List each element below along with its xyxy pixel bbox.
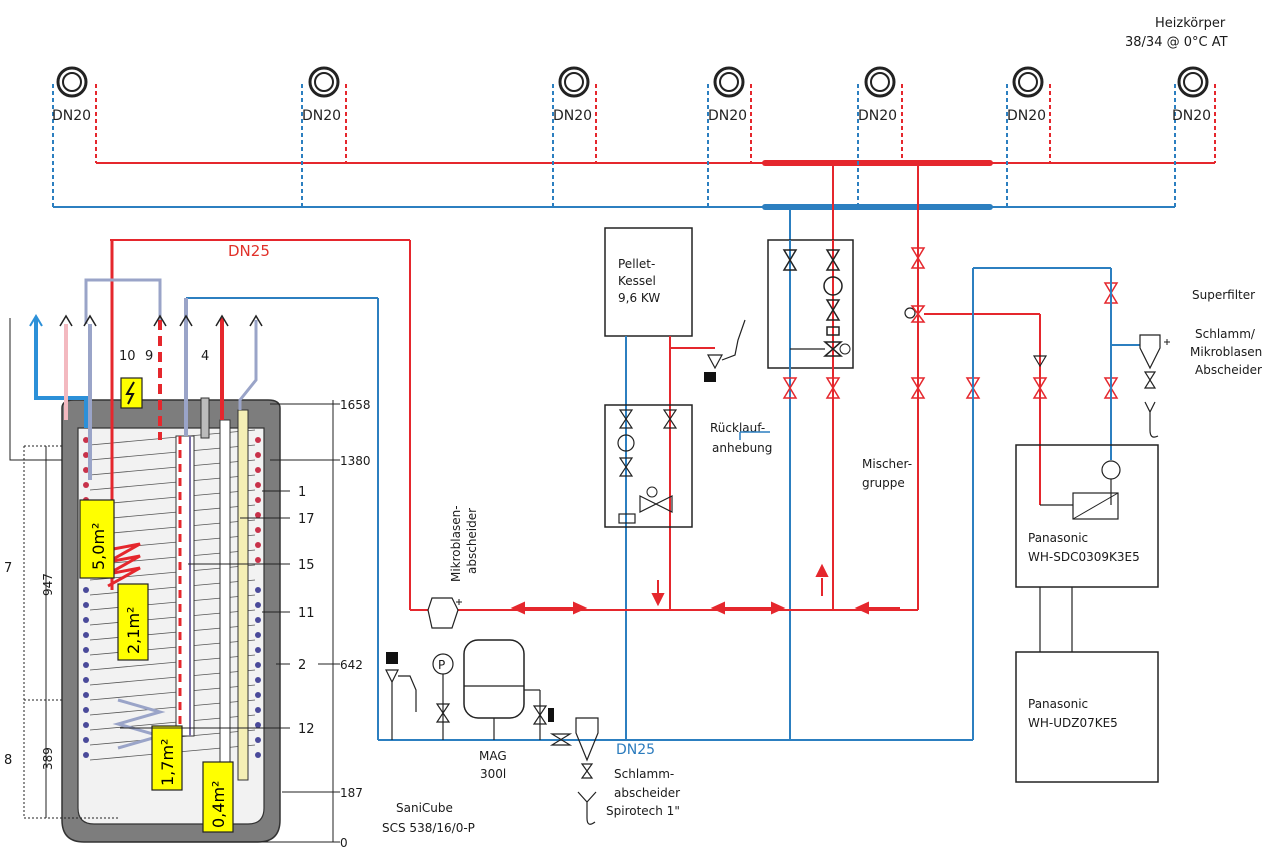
tank-num-7: 7 <box>4 561 12 576</box>
expansion-vessel <box>463 639 525 719</box>
coil-area-labels: 5,0m² 2,1m² 1,7m² 0,4m² <box>79 499 234 833</box>
pellet-line2: Kessel <box>618 274 656 288</box>
return-boost-box <box>604 404 693 528</box>
ruecklauf-line1: Rücklauf- <box>710 421 765 435</box>
check-valve-icon <box>826 326 840 336</box>
air-separator-icon <box>427 597 459 629</box>
coil-area-5: 5,0m² <box>89 523 108 570</box>
schlamm-right-line2: Mikroblasen <box>1190 345 1262 359</box>
dim-642: 642 <box>340 658 363 672</box>
radiator-3: DN20 <box>552 66 597 207</box>
pump-icon <box>1101 460 1121 480</box>
panasonic-indoor-box <box>1015 444 1159 588</box>
manometer-symbol: P <box>438 658 445 672</box>
dn25-top-label: DN25 <box>228 242 270 260</box>
radiator-group: DN20 DN20 DN20 DN20 DN20 <box>52 66 1216 207</box>
red-valves <box>782 247 1119 399</box>
coil-area-1: 1,7m² <box>158 739 177 786</box>
schlamm-bottom-line2: abscheider <box>614 786 680 800</box>
flow-arrows <box>510 563 900 615</box>
mixing-valve-icon <box>823 341 843 357</box>
radiator-4: DN20 <box>707 66 752 207</box>
pump-icon <box>823 276 843 296</box>
tank-num-4: 4 <box>201 349 209 364</box>
dim-1658: 1658 <box>340 398 371 412</box>
radiator-6-label: DN20 <box>1007 108 1046 124</box>
pump-icon <box>617 434 635 452</box>
dim-0: 0 <box>340 836 348 850</box>
thermostatic-valve-icon <box>639 495 658 513</box>
panasonic-outdoor-line1: Panasonic <box>1028 697 1088 711</box>
coil-area-0: 0,4m² <box>209 781 228 828</box>
pellet-line1: Pellet- <box>618 257 655 271</box>
tank-num-12: 12 <box>298 722 315 737</box>
radiator-5-label: DN20 <box>858 108 897 124</box>
dim-187: 187 <box>340 786 363 800</box>
sanicube-line2: SCS 538/16/0-P <box>382 821 475 835</box>
dim-389: 389 <box>41 747 55 770</box>
dn25-bottom-label: DN25 <box>616 742 655 758</box>
panasonic-outdoor-box <box>1015 651 1159 783</box>
tank-num-2: 2 <box>298 658 306 673</box>
header-title-line2: 38/34 @ 0°C AT <box>1125 35 1228 50</box>
radiator-6: DN20 <box>1006 66 1051 207</box>
radiator-2: DN20 <box>301 66 347 207</box>
coil-area-2: 2,1m² <box>124 607 143 654</box>
schlamm-right-line1: Schlamm/ <box>1195 327 1256 341</box>
header-title-line1: Heizkörper <box>1155 16 1226 31</box>
tank-num-1: 1 <box>298 485 306 500</box>
panasonic-indoor-line2: WH-SDC0309K3E5 <box>1028 550 1140 564</box>
tank-num-10: 10 <box>119 349 136 364</box>
radiator-5: DN20 <box>857 66 903 207</box>
schlamm-bottom-line3: Spirotech 1" <box>606 804 680 818</box>
dim-1380: 1380 <box>340 454 371 468</box>
schlamm-right-line3: Abscheider <box>1195 363 1262 377</box>
check-valve-icon <box>1032 355 1048 368</box>
tank-num-11: 11 <box>298 606 315 621</box>
schlamm-bottom-line1: Schlamm- <box>614 767 674 781</box>
radiator-1: DN20 <box>52 66 97 207</box>
safety-valve-icon <box>706 354 724 370</box>
mag-line2: 300l <box>480 767 506 781</box>
superfilter-label: Superfilter <box>1192 288 1255 302</box>
motor-icon <box>904 307 916 319</box>
pellet-line3: 9,6 KW <box>618 291 660 305</box>
mischer-line1: Mischer- <box>862 457 912 471</box>
radiator-4-label: DN20 <box>708 108 747 124</box>
tank-num-15: 15 <box>298 558 315 573</box>
radiator-7-label: DN20 <box>1172 108 1211 124</box>
heat-exchanger-icon <box>1072 492 1119 520</box>
valve-icon <box>825 299 841 321</box>
drain-icon <box>1144 401 1159 438</box>
dim-947: 947 <box>41 573 55 596</box>
radiator-3-label: DN20 <box>553 108 592 124</box>
panasonic-outdoor-line2: WH-UDZ07KE5 <box>1028 716 1118 730</box>
tank-num-17: 17 <box>298 512 315 527</box>
panasonic-indoor-line1: Panasonic <box>1028 531 1088 545</box>
tank-num-8: 8 <box>4 753 12 768</box>
mikroblasen-line1: Mikroblasen- <box>449 505 463 582</box>
ruecklauf-line2: anhebung <box>712 441 772 455</box>
radiator-1-label: DN20 <box>52 108 91 124</box>
dirt-separator-icon <box>575 717 599 762</box>
tank-num-9: 9 <box>145 349 153 364</box>
mikroblasen-line2: abscheider <box>465 508 479 574</box>
radiator-7: DN20 <box>1172 66 1216 207</box>
mischer-line2: gruppe <box>862 476 905 490</box>
filter-icon <box>1139 334 1161 370</box>
sanicube-line1: SaniCube <box>396 801 453 815</box>
mixer-group-box <box>767 239 854 369</box>
pellet-boiler-box <box>604 227 693 337</box>
radiator-2-label: DN20 <box>302 108 341 124</box>
mag-line1: MAG <box>479 749 507 763</box>
valve-icon <box>782 249 798 271</box>
storage-tank <box>61 399 281 843</box>
safety-valve-icon <box>385 669 399 684</box>
valve-icon <box>825 249 841 271</box>
